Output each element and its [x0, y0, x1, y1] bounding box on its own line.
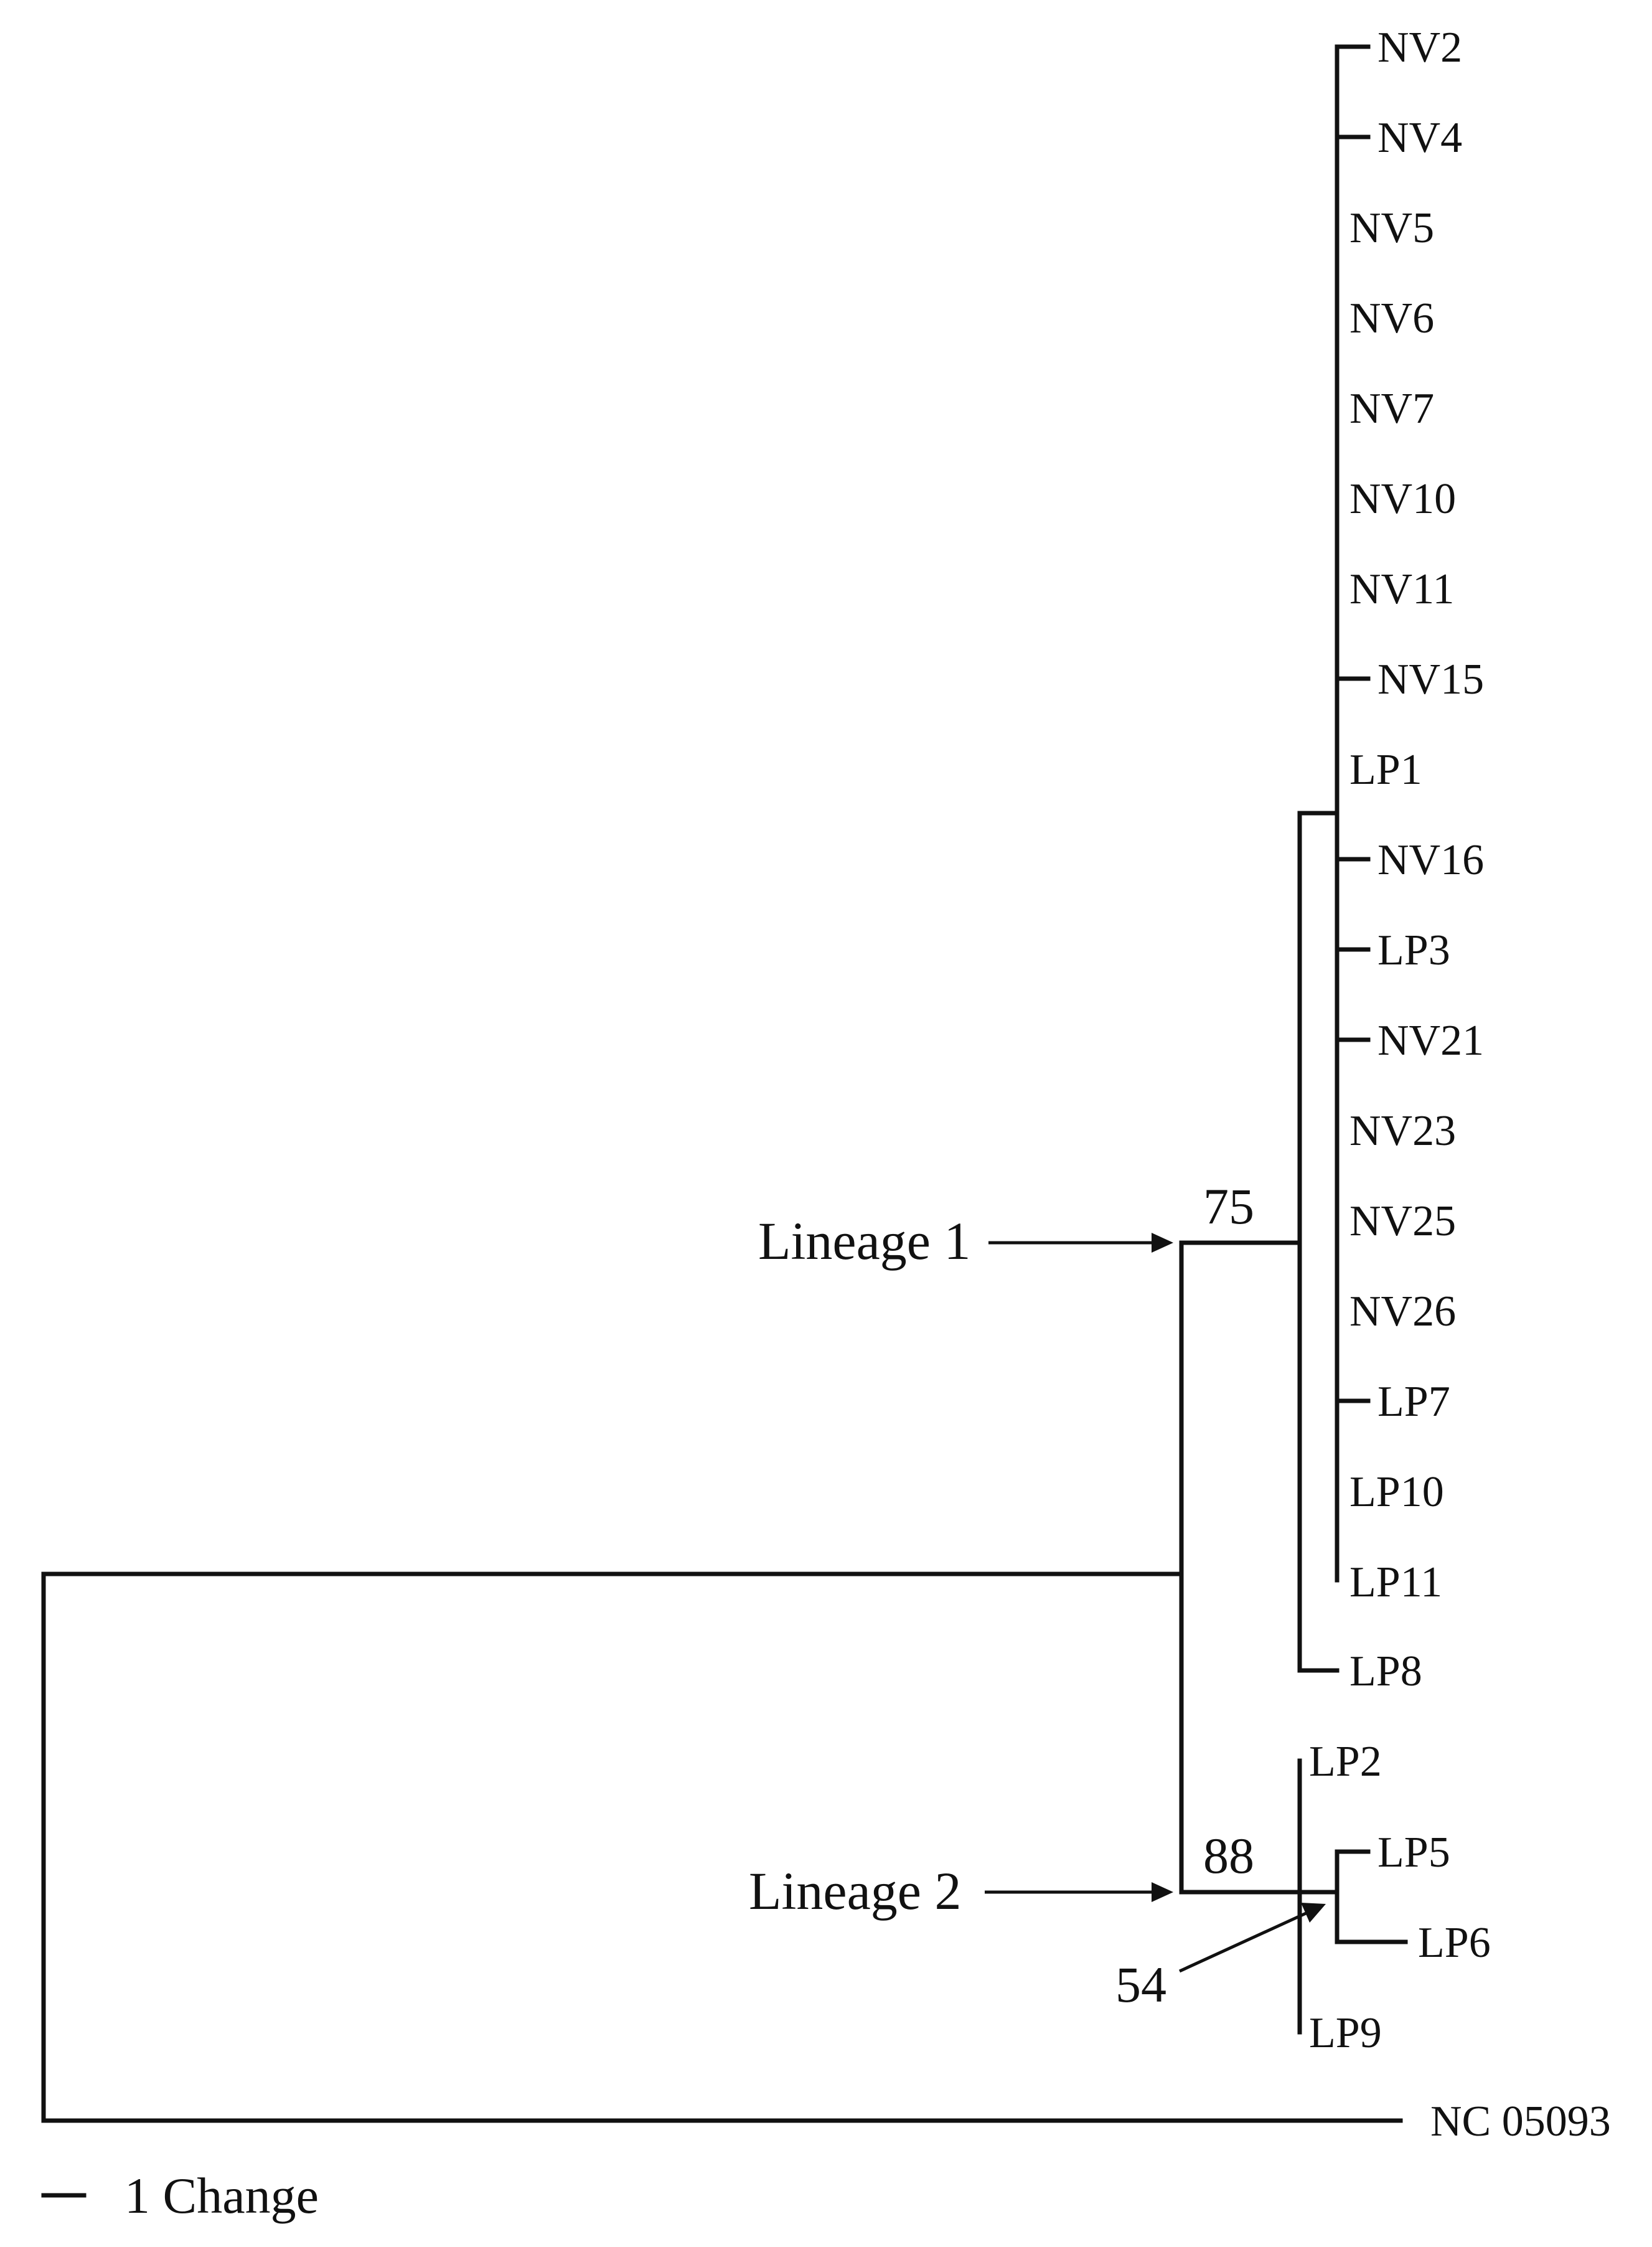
outgroup-label: NC 05093 [1430, 2098, 1611, 2146]
leaf-label: NV2 [1377, 24, 1462, 72]
leaf-label: NV6 [1349, 294, 1434, 342]
leaf-label: NV5 [1349, 204, 1434, 252]
leaf-label: NV11 [1349, 565, 1455, 613]
leaf-label: NV21 [1377, 1017, 1484, 1065]
leaf-label: NV16 [1377, 836, 1484, 884]
leaf-label: NV15 [1377, 656, 1484, 704]
leaf-label: NV4 [1377, 114, 1462, 162]
subclade-support: 54 [1115, 1956, 1166, 2013]
lineage1-label: Lineage 1 [758, 1211, 970, 1271]
scale-label: 1 Change [124, 2167, 319, 2224]
leaf-label: LP1 [1349, 746, 1422, 794]
tree-branches [41, 44, 1408, 2198]
leaf-label: LP9 [1309, 2009, 1382, 2057]
lineage1-arrowhead [1152, 1233, 1173, 1253]
lineage2-support: 88 [1203, 1827, 1254, 1884]
leaf-label: LP2 [1309, 1738, 1382, 1786]
leaf-label: NV23 [1349, 1107, 1456, 1155]
leaf-label: NV7 [1349, 385, 1434, 433]
lineage1-node [1297, 811, 1340, 1673]
leaf-label: LP11 [1349, 1558, 1442, 1606]
subclade-support-arrowhead [1301, 1903, 1326, 1923]
lineage2-arrowhead [1152, 1882, 1173, 1902]
lineage2-label: Lineage 2 [749, 1861, 961, 1921]
subclade-support-arrow [1178, 1911, 1307, 1973]
leaf-labels: NV2NV4NV5NV6NV7NV10NV11NV15LP1NV16LP3NV2… [1309, 24, 1491, 2057]
lineage1-support: 75 [1203, 1178, 1254, 1235]
leaf-label: LP3 [1377, 926, 1450, 974]
leaf-label: NV26 [1349, 1288, 1456, 1335]
leaf-label: LP8 [1349, 1647, 1422, 1695]
leaf-label: LP7 [1377, 1378, 1450, 1426]
leaf-label: NV10 [1349, 475, 1456, 523]
leaf-label: LP5 [1377, 1829, 1450, 1877]
leaf-label: LP6 [1418, 1919, 1491, 1967]
leaf-label: NV25 [1349, 1197, 1456, 1245]
leaf-label: LP10 [1349, 1468, 1444, 1516]
root-branch [41, 1571, 1403, 2123]
